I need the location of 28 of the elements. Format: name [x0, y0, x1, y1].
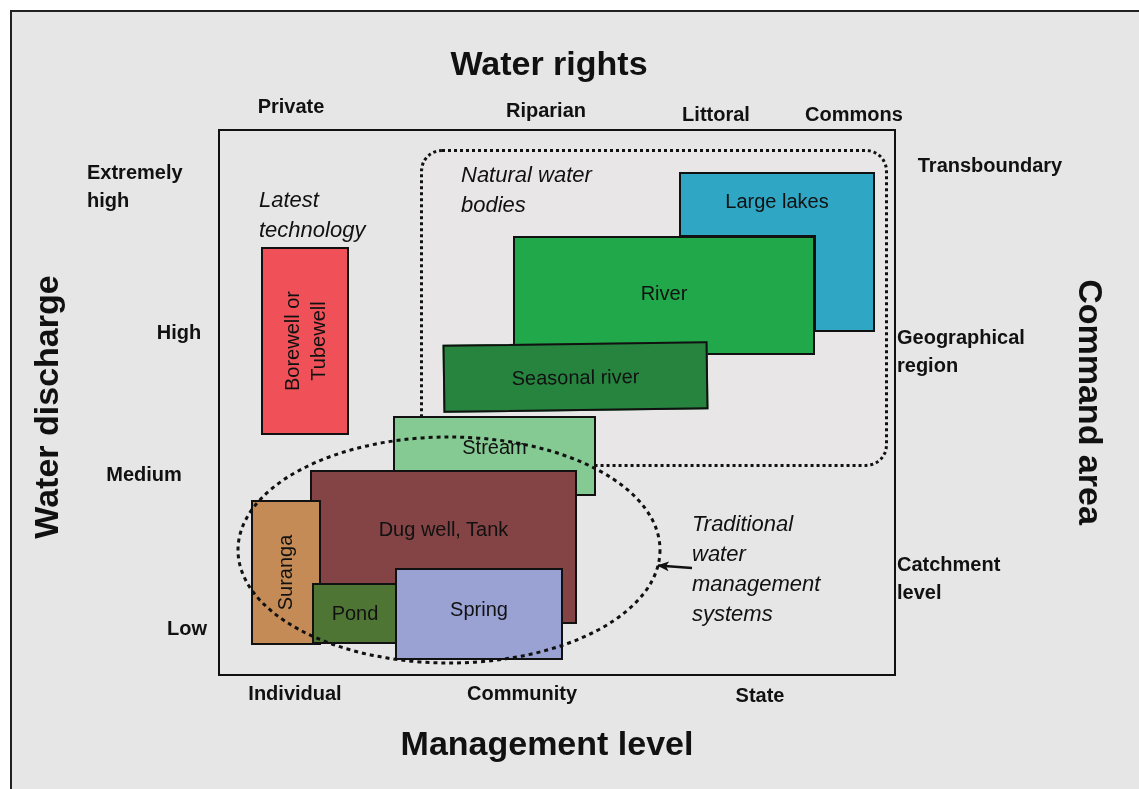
axis-title: Command area: [1070, 279, 1111, 525]
axis-tick-label: Community: [467, 681, 577, 706]
seasonal-river-box: Seasonal river: [442, 341, 709, 413]
axis-title: Management level: [400, 723, 694, 765]
box-label: Large lakes: [724, 190, 830, 213]
arrow: [657, 561, 693, 572]
axis-tick-label: Catchment level: [897, 552, 1002, 605]
river-box: River: [513, 236, 815, 355]
axis-tick-label: Medium: [106, 462, 182, 487]
axis-tick-label: High: [156, 320, 202, 345]
group-label: Natural water bodies: [461, 161, 594, 219]
axis-tick-label: Transboundary: [917, 153, 1063, 178]
axis-tick-label: Individual: [248, 681, 342, 706]
box-label: Borewell or Tubewell: [280, 290, 330, 394]
axis-tick-label: Geographical region: [897, 325, 1026, 378]
axis-tick-label: Riparian: [506, 98, 586, 123]
axis-tick-label: State: [735, 683, 785, 708]
dashed-outline: [236, 435, 662, 665]
heading-text: Latest technology: [259, 186, 368, 244]
dashed-region: [420, 149, 888, 467]
axis-title: Water discharge: [26, 275, 67, 539]
axis-tick-label: Commons: [805, 102, 903, 127]
axis-tick-label: Low: [167, 616, 207, 641]
axis-tick-label: Private: [257, 94, 325, 119]
axis-tick-label: Extremely high: [87, 160, 184, 213]
chart-title: Water rights: [450, 43, 648, 85]
annotation-text: Traditional water management systems: [692, 509, 852, 629]
axis-tick-label: Littoral: [682, 102, 750, 127]
